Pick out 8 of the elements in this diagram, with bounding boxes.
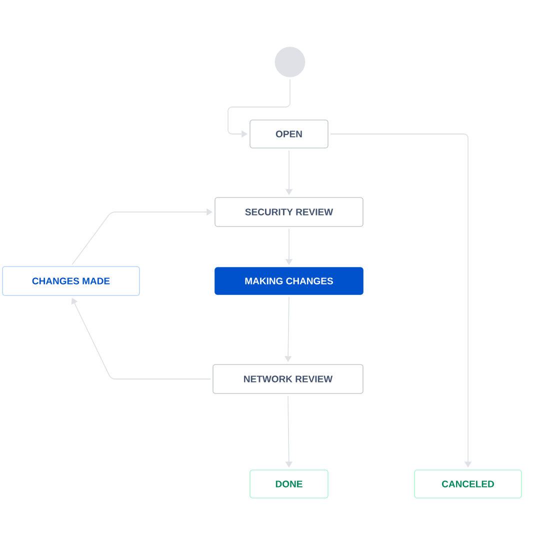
- status-box: MAKING CHANGES: [214, 267, 364, 295]
- status-box: CANCELED: [414, 470, 522, 498]
- status-box: DONE: [250, 470, 328, 498]
- status-box: SECURITY REVIEW: [214, 197, 364, 227]
- status-box: OPEN: [250, 120, 328, 148]
- status-box: CHANGES MADE: [2, 266, 140, 296]
- status-box: NETWORK REVIEW: [212, 364, 364, 394]
- start-circle: [274, 46, 306, 78]
